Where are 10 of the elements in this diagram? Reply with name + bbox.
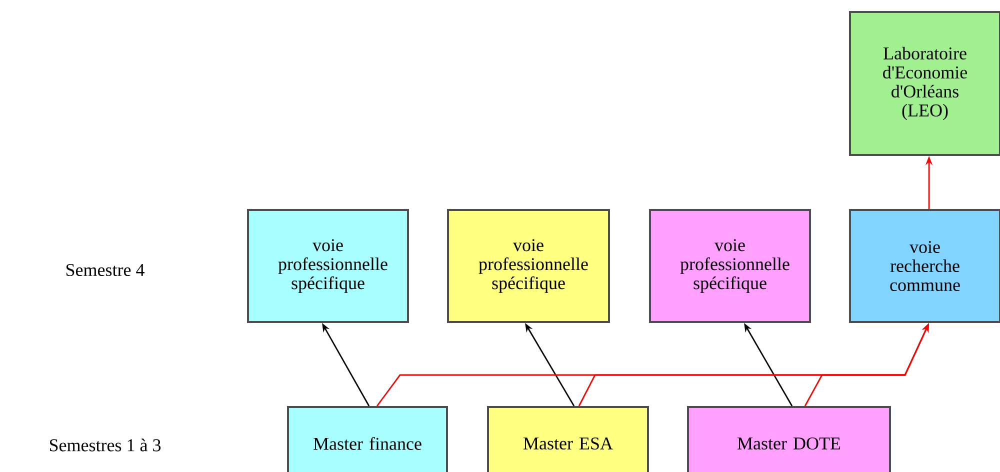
box: voie professionnelle spécifique xyxy=(247,209,409,323)
box: Master DOTE xyxy=(687,406,891,472)
row-label: Semestres 1 à 3 xyxy=(50,438,161,452)
box: Master ESA xyxy=(487,406,649,472)
box: voie professionnelle spécifique xyxy=(447,209,610,323)
box: voie professionnelle spécifique xyxy=(649,209,811,323)
box: voie recherche commune xyxy=(849,209,1000,323)
box: Master finance xyxy=(287,406,448,472)
row-label: Semestre 4 xyxy=(66,264,144,276)
box: Laboratoire d'Economie d'Orléans (LEO) xyxy=(849,11,1000,156)
